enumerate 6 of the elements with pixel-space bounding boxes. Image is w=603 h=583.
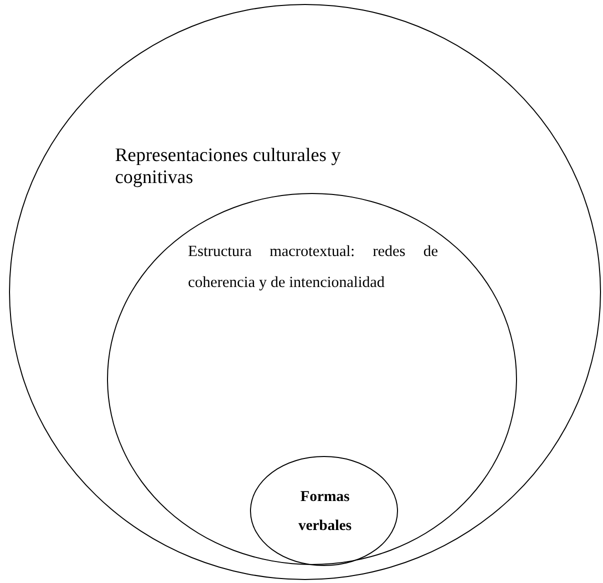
- circle-label: Formas verbales: [297, 488, 353, 536]
- circle-label: Estructura macrotextual: redes de coherencia y de intencionalidad: [188, 242, 438, 293]
- circle-label: Representaciones culturales y cognitivas: [115, 145, 342, 189]
- small-circle: [250, 456, 398, 566]
- inner-circle: [107, 193, 517, 565]
- outer-circle: [9, 4, 601, 580]
